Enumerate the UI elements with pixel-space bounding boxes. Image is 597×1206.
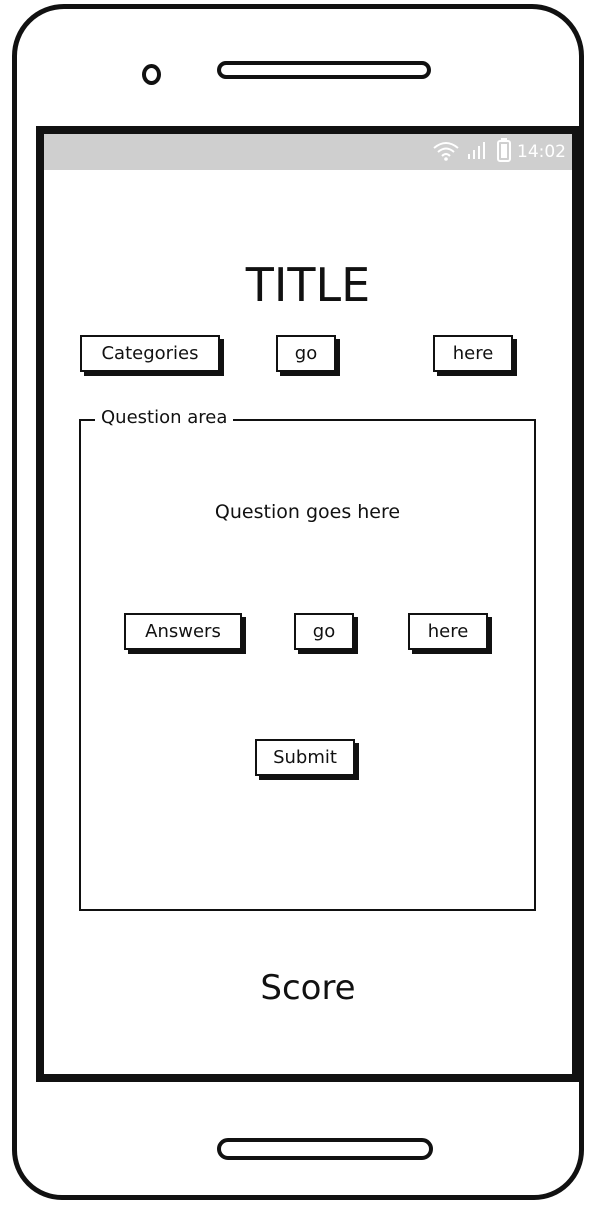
categories-go-button[interactable]: go [276, 335, 336, 372]
question-text: Question goes here [214, 501, 401, 523]
answer-button-go[interactable]: go [294, 613, 354, 650]
camera-icon [142, 64, 161, 85]
status-icons: 14:02 [431, 138, 566, 166]
battery-icon [497, 138, 511, 166]
answer-button-answers[interactable]: Answers [124, 613, 242, 650]
status-bar: 14:02 [44, 134, 572, 170]
signal-icon [467, 139, 491, 165]
question-area: Question area Question goes here Answers… [79, 407, 536, 911]
question-area-legend: Question area [95, 407, 234, 428]
categories-here-button[interactable]: here [433, 335, 513, 372]
page-title: TITLE [245, 258, 371, 312]
submit-button[interactable]: Submit [255, 739, 355, 776]
phone-screen: 14:02 TITLE Categories go here Question … [36, 126, 580, 1082]
categories-button[interactable]: Categories [80, 335, 220, 372]
score-label: Score [260, 968, 356, 1008]
speaker-icon [217, 61, 431, 79]
answer-button-here[interactable]: here [408, 613, 488, 650]
home-button[interactable] [217, 1138, 433, 1160]
wifi-icon [431, 139, 461, 165]
status-time: 14:02 [517, 142, 566, 162]
